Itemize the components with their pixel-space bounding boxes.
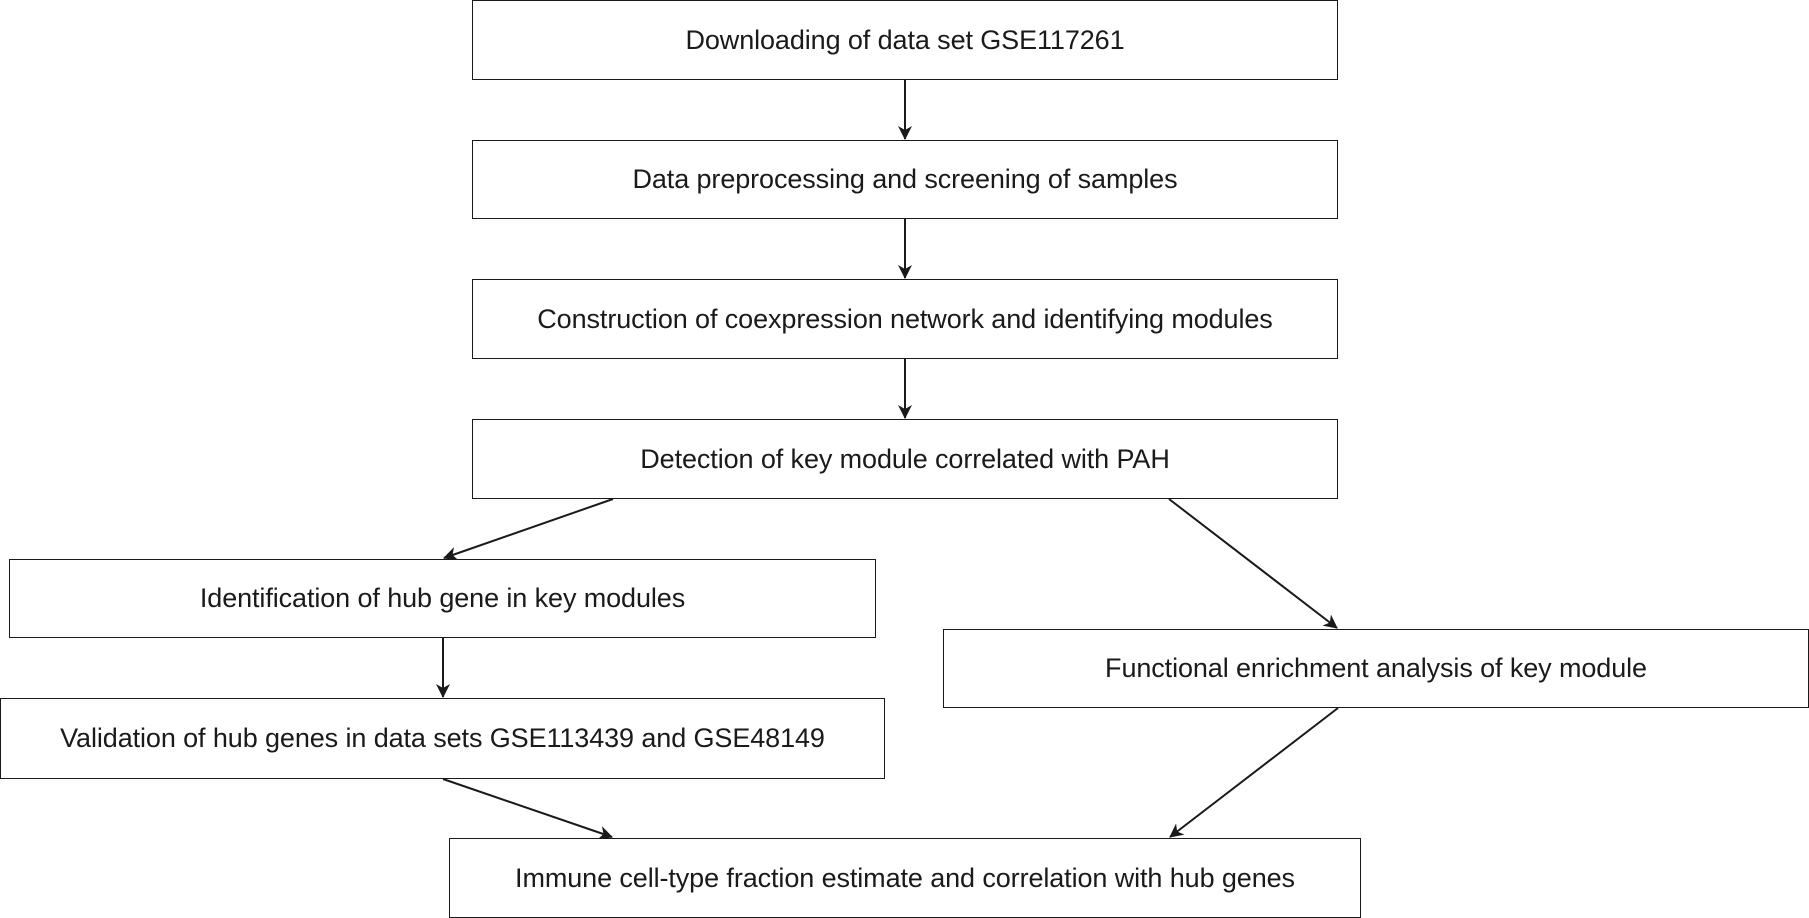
step-data-preprocessing: Data preprocessing and screening of samp… — [472, 140, 1338, 219]
step-hub-gene-identification: Identification of hub gene in key module… — [9, 559, 876, 638]
step-data-preprocessing-label: Data preprocessing and screening of samp… — [632, 164, 1178, 194]
arrow-key-module-to-enrichment — [1168, 498, 1338, 629]
step-functional-enrichment: Functional enrichment analysis of key mo… — [943, 629, 1809, 708]
step-hub-gene-validation-label: Validation of hub genes in data sets GSE… — [60, 723, 825, 753]
step-key-module-detection-label: Detection of key module correlated with … — [640, 443, 1170, 474]
arrow-enrichment-to-immune — [1169, 707, 1339, 838]
step-immune-cell-estimate-label: Immune cell-type fraction estimate and c… — [515, 862, 1295, 893]
arrow-key-module-to-hub-gene — [443, 498, 614, 561]
step-hub-gene-validation: Validation of hub genes in data sets GSE… — [0, 698, 885, 779]
step-download-dataset: Downloading of data set GSE117261 — [472, 0, 1338, 80]
step-hub-gene-identification-label: Identification of hub gene in key module… — [199, 583, 686, 613]
arrow-validation-to-immune — [442, 778, 613, 840]
step-network-construction-label: Construction of coexpression network and… — [537, 303, 1273, 334]
step-key-module-detection: Detection of key module correlated with … — [472, 419, 1338, 499]
step-immune-cell-estimate: Immune cell-type fraction estimate and c… — [449, 838, 1361, 918]
step-download-dataset-label: Downloading of data set GSE117261 — [685, 24, 1125, 55]
step-functional-enrichment-label: Functional enrichment analysis of key mo… — [1105, 653, 1647, 683]
step-network-construction: Construction of coexpression network and… — [472, 279, 1338, 359]
